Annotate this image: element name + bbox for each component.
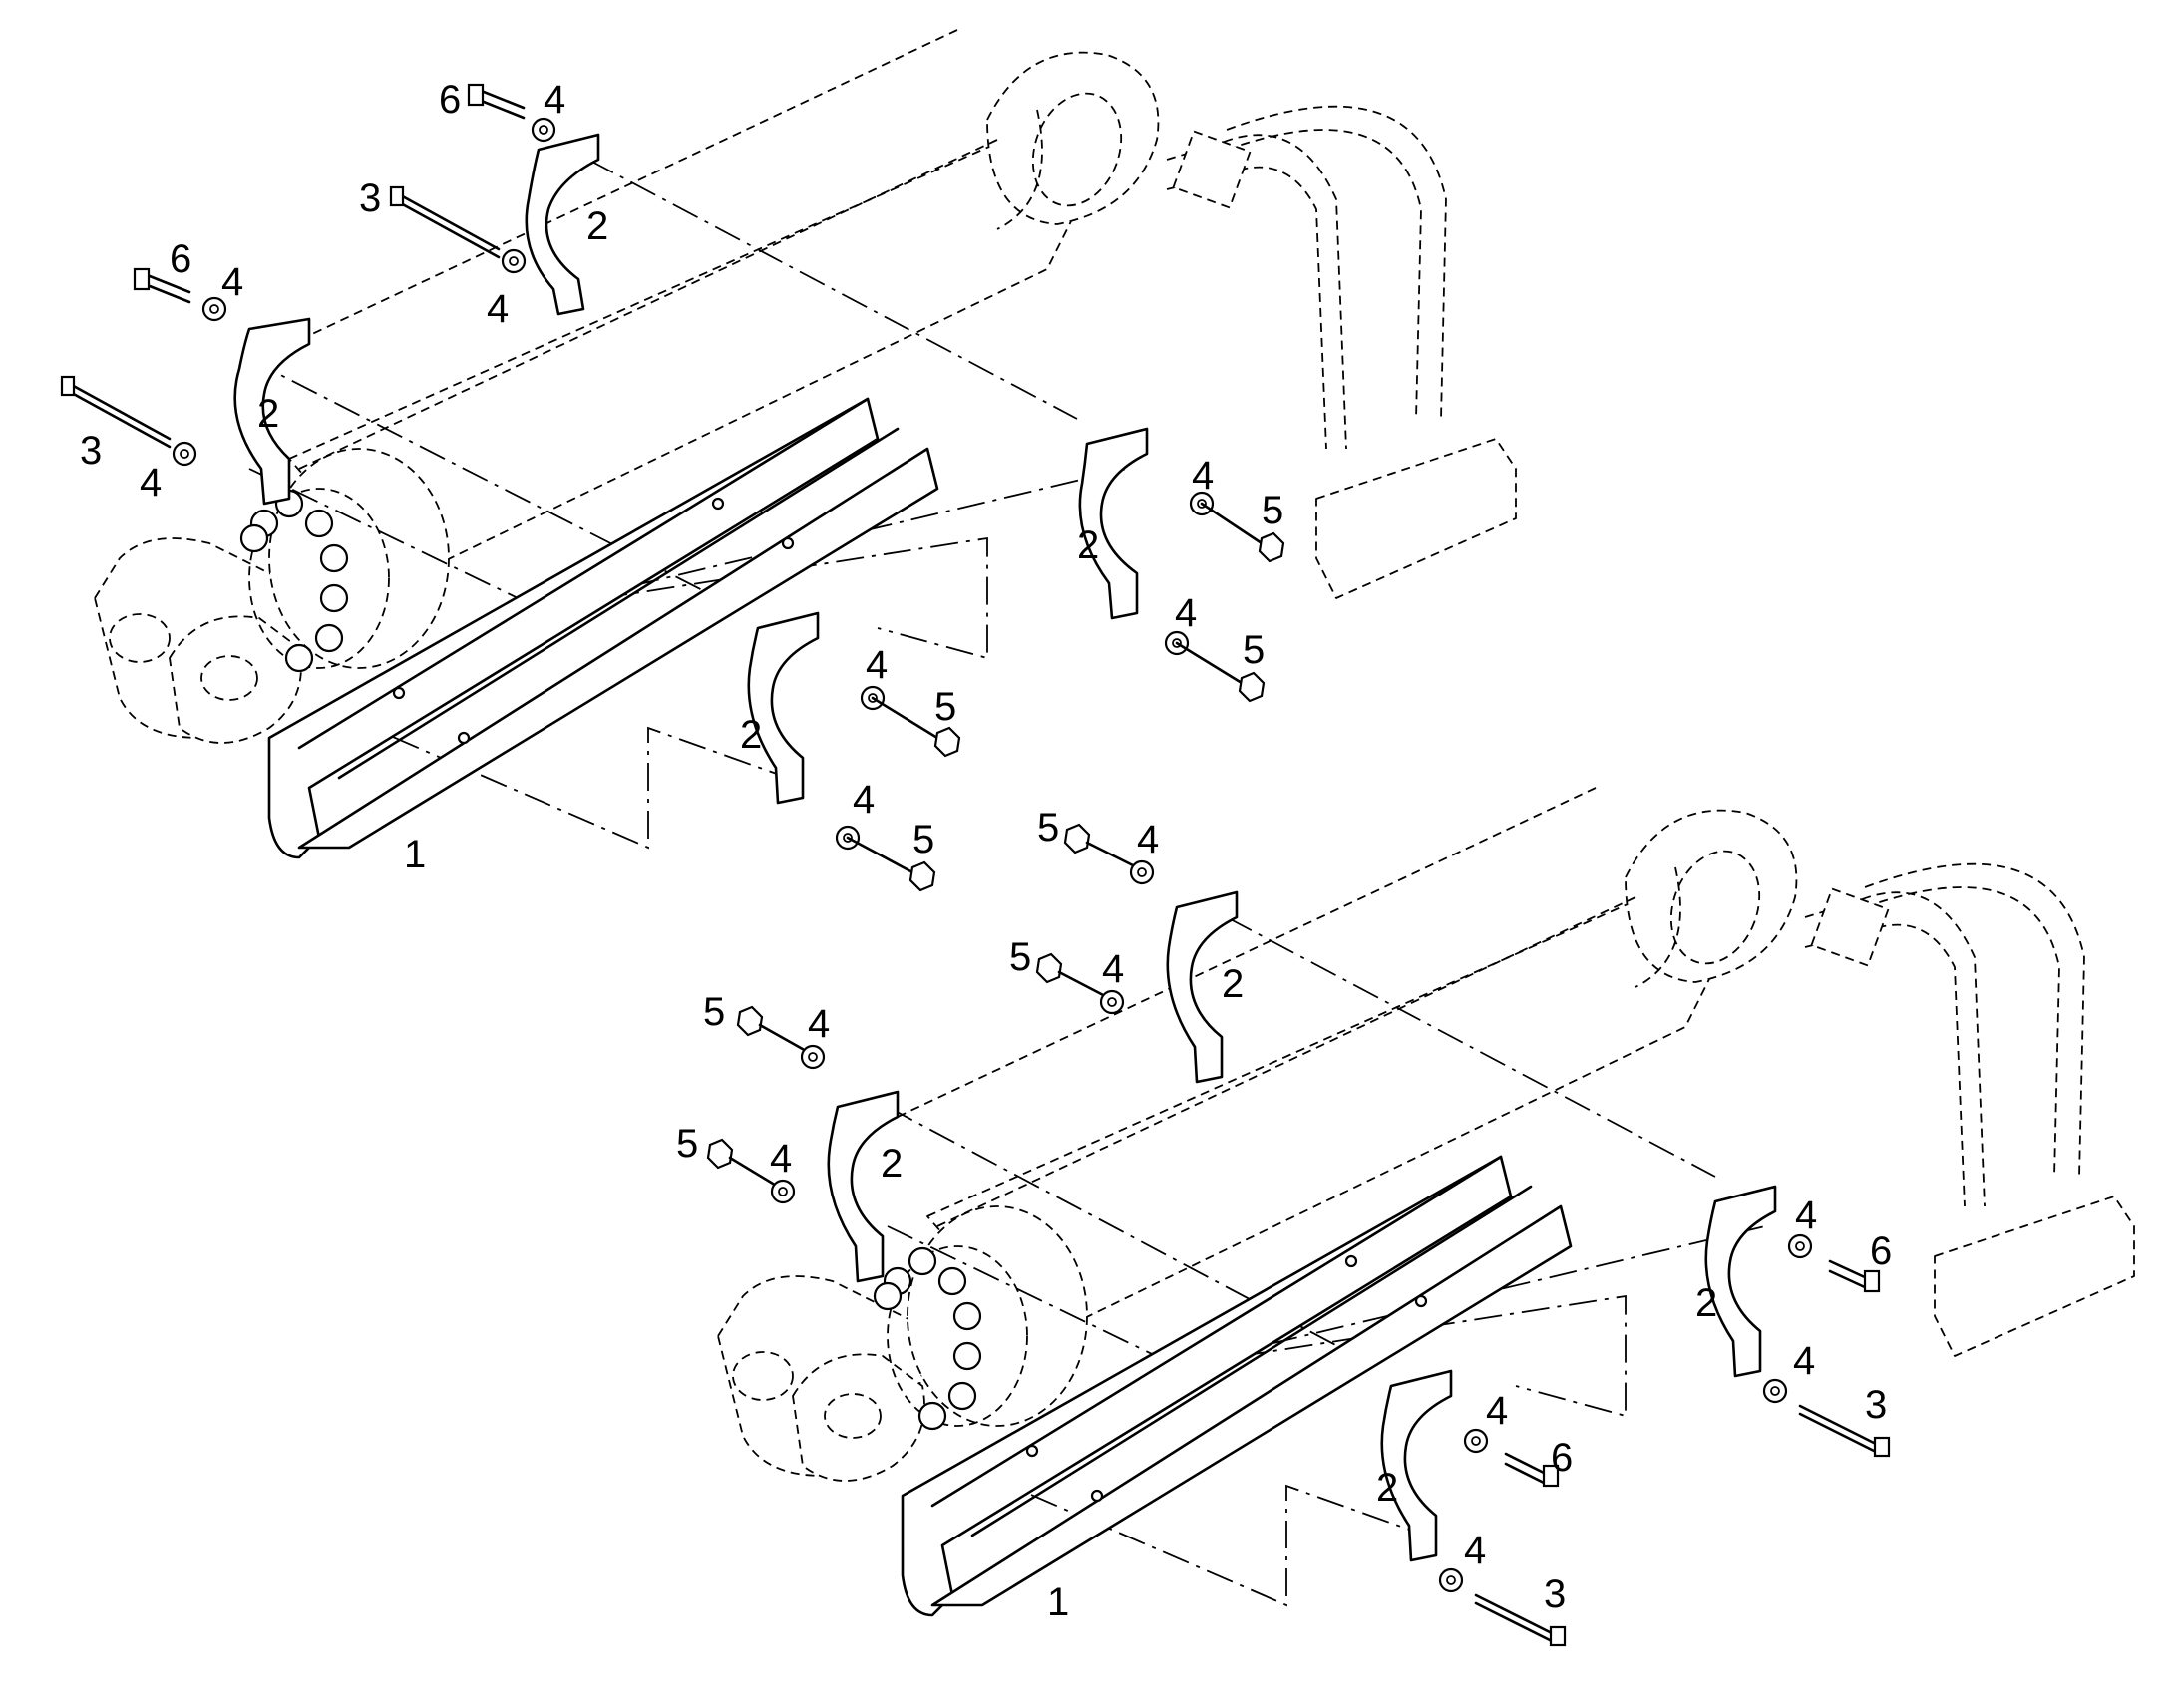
top-guard	[267, 397, 939, 859]
bottom-callout-bolt-short-right: 6	[1870, 1229, 1892, 1273]
bottom-callout-washer-left-b: 4	[770, 1137, 792, 1181]
top-callout-clamp-right: 2	[1077, 523, 1099, 567]
bottom-callout-nut-upper-a: 5	[1037, 806, 1059, 850]
bottom-callout-clamp-upper: 2	[1222, 962, 1244, 1006]
bottom-callout-clamp-left: 2	[881, 1142, 903, 1186]
bottom-gland-bolts	[873, 1246, 982, 1431]
top-callout-guard: 1	[404, 833, 426, 876]
top-callout-clamp-upper-left: 2	[586, 204, 608, 248]
bottom-callout-nut-left-a: 5	[703, 990, 725, 1034]
top-callout-bolt-short-upper: 6	[439, 78, 461, 122]
bottom-callout-nut-left-b: 5	[676, 1122, 698, 1166]
bottom-callout-washer-upper-b: 4	[1102, 947, 1124, 991]
bottom-clamps	[827, 890, 1777, 1562]
top-assembly: 1 2 2 2 2 3 3 6 6 4 4 4 4 4 4 4 4 5 5 5 …	[60, 29, 1517, 892]
bottom-callout-bolt-long-right: 3	[1865, 1383, 1887, 1427]
bottom-callout-washer-right-b: 4	[1793, 1339, 1815, 1383]
bottom-callout-clamp-center: 2	[1376, 1466, 1398, 1510]
top-hardware	[60, 83, 1285, 892]
top-callout-washer-lower-b: 4	[140, 461, 162, 505]
top-gland-bolts	[239, 489, 349, 673]
bottom-assembly: 1 2 2 2 2 3 3 6 6 4 4 4 4 4 4 4 4 5 5 5 …	[676, 787, 2135, 1647]
top-clamps	[233, 133, 1149, 805]
top-callout-nut-center-a: 5	[934, 685, 956, 729]
top-callout-washer-lower-a: 4	[221, 260, 243, 304]
top-callout-washer-center-a: 4	[866, 643, 888, 687]
top-callout-washer-upper-b: 4	[487, 287, 509, 331]
bottom-callout-bolt-short-center: 6	[1551, 1436, 1573, 1480]
top-callout-bolt-short-lower: 6	[170, 237, 191, 281]
top-callout-bolt-long-upper: 3	[359, 176, 381, 220]
top-callout-washer-upper-a: 4	[544, 78, 565, 122]
top-callouts: 1 2 2 2 2 3 3 6 6 4 4 4 4 4 4 4 4 5 5 5 …	[80, 78, 1283, 876]
bottom-callout-washer-center-b: 4	[1464, 1529, 1486, 1572]
top-callout-clamp-center: 2	[740, 713, 762, 757]
top-callout-nut-right-b: 5	[1243, 628, 1265, 672]
bottom-callout-clamp-right: 2	[1695, 1281, 1717, 1325]
top-callout-nut-right-a: 5	[1262, 489, 1283, 532]
top-callout-nut-center-b: 5	[912, 818, 934, 861]
bottom-callout-washer-right-a: 4	[1795, 1194, 1817, 1237]
bottom-callout-washer-center-a: 4	[1486, 1389, 1508, 1433]
top-callout-washer-right-b: 4	[1175, 591, 1197, 635]
bottom-guard	[901, 1155, 1573, 1617]
top-callout-bolt-long-lower: 3	[80, 429, 102, 473]
top-callout-clamp-lower-left: 2	[257, 392, 279, 436]
bottom-hydraulic-cylinder	[717, 787, 2135, 1482]
top-callout-washer-right-a: 4	[1192, 454, 1214, 498]
bottom-callout-nut-upper-b: 5	[1009, 935, 1031, 979]
top-callout-washer-center-b: 4	[853, 778, 875, 822]
bottom-callout-bolt-long-center: 3	[1544, 1572, 1566, 1616]
top-hydraulic-cylinder	[94, 29, 1517, 744]
bottom-callout-washer-upper-a: 4	[1137, 818, 1159, 861]
bottom-callout-washer-left-a: 4	[808, 1002, 830, 1046]
bottom-callout-guard: 1	[1047, 1580, 1069, 1624]
bottom-hardware	[706, 823, 1891, 1647]
bottom-callouts: 1 2 2 2 2 3 3 6 6 4 4 4 4 4 4 4 4 5 5 5 …	[676, 806, 1892, 1624]
